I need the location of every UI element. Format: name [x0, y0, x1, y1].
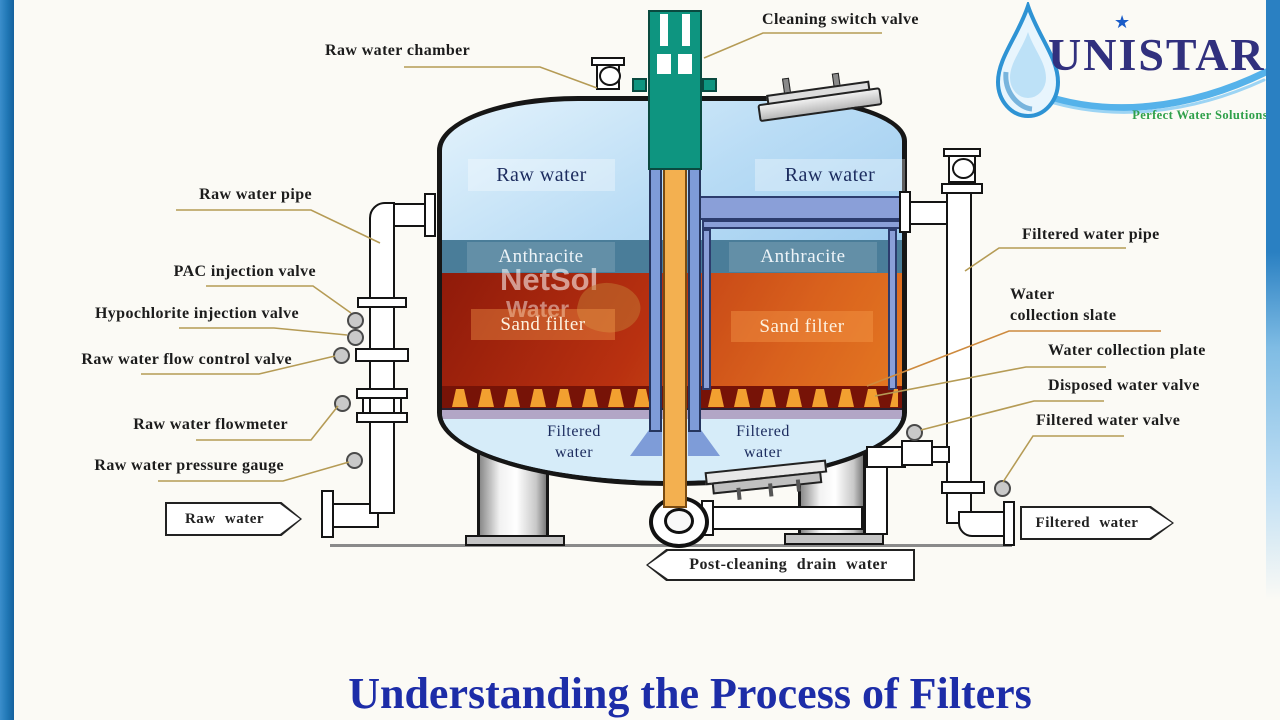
raw-water-inlet-tag: Raw water — [165, 502, 302, 536]
valve-tab-right — [702, 78, 717, 92]
label-raw-water-flow-control-valve: Raw water flow control valve — [81, 351, 292, 368]
flow-control-valve-flange — [355, 348, 409, 362]
top-valve-flange — [941, 183, 983, 194]
filtered-left-line2: water — [554, 444, 594, 461]
logo-wordmark: UNISTAR — [1048, 29, 1266, 80]
label-raw-water-flowmeter: Raw water flowmeter — [133, 416, 288, 433]
filtered-water-pipe-horizontal — [958, 511, 1006, 537]
logo-star-icon: ★ — [1114, 12, 1131, 32]
bottom-horizontal-pipe — [711, 506, 863, 530]
label-water-collection-slate-2: collection slate — [1010, 307, 1117, 324]
label-filtered-water-pipe: Filtered water pipe — [1022, 226, 1160, 243]
tag-fill — [1022, 508, 1172, 538]
pac-injection-valve-dot — [347, 312, 364, 329]
label-raw-water-chamber: Raw water chamber — [325, 42, 471, 59]
filtered-water-pipe-vertical — [946, 192, 972, 524]
tank-label-filtered-left: Filtered water — [533, 421, 615, 463]
raw-water-inlet-flange — [321, 490, 334, 538]
right-chamber-lid — [702, 220, 901, 229]
pressure-gauge-dot — [346, 452, 363, 469]
valve-tab-left — [632, 78, 647, 92]
drain-elbow — [866, 446, 906, 468]
nozzles-right — [704, 387, 898, 407]
label-hypochlorite-injection-valve: Hypochlorite injection valve — [94, 305, 299, 322]
label-filtered-water-valve: Filtered water valve — [1036, 412, 1181, 429]
filtered-outlet-flange — [1003, 501, 1015, 546]
flowmeter-flange-top — [356, 388, 408, 399]
label-cleaning-switch-valve: Cleaning switch valve — [762, 11, 919, 28]
tank-label-raw-water-left: Raw water — [468, 159, 615, 191]
manifold-stub — [908, 201, 950, 225]
chamber-valve-wheel — [599, 66, 621, 86]
filtered-left-line1: Filtered — [547, 423, 601, 440]
logo-wave-swoosh — [1038, 68, 1270, 114]
label-water-collection-plate: Water collection plate — [1048, 342, 1206, 359]
top-valve-wheel — [952, 158, 975, 179]
tank-label-filtered-right: Filtered water — [722, 421, 804, 463]
center-pipe-sheath-right — [688, 168, 701, 432]
tank-foot-left — [465, 535, 565, 546]
filtered-right-line2: water — [743, 444, 783, 461]
tank-foot-right — [784, 533, 884, 545]
logo-water-drop-icon — [995, 2, 1061, 118]
flowmeter-flange-bottom — [356, 412, 408, 423]
pump-eye — [664, 508, 694, 534]
right-frame-bar — [1266, 0, 1280, 600]
raw-water-pipe-wall-flange — [424, 193, 436, 237]
valve-window-right — [678, 54, 692, 74]
tank-label-anthracite-right: Anthracite — [729, 242, 877, 272]
filtered-water-valve-dot — [994, 480, 1011, 497]
tank-label-sand-filter-left: Sand filter — [471, 309, 615, 340]
nozzles-left — [448, 387, 654, 407]
right-chamber-wall-right — [888, 229, 897, 390]
filtered-valve-flange — [941, 481, 985, 494]
flowmeter-dot — [334, 395, 351, 412]
flow-control-valve-dot — [333, 347, 350, 364]
label-raw-water-pressure-gauge: Raw water pressure gauge — [94, 457, 284, 474]
right-chamber-wall-left — [702, 229, 711, 390]
disposed-water-block — [901, 440, 933, 466]
tag-fill — [167, 504, 300, 534]
tag-fill — [648, 551, 913, 579]
label-water-collection-slate-1: Water — [1010, 286, 1055, 303]
pipe-flange-upper — [357, 297, 407, 308]
page-title: Understanding the Process of Filters — [348, 669, 1032, 718]
label-pac-injection-valve: PAC injection valve — [173, 263, 316, 280]
watermark-water: Water — [506, 296, 570, 322]
center-riser-pipe — [663, 168, 687, 508]
internal-manifold-pipe — [695, 196, 902, 220]
valve-window-left — [657, 54, 671, 74]
logo-tagline: Perfect Water Solutions — [1132, 108, 1268, 122]
filtered-water-outlet-tag: Filtered water — [1020, 506, 1174, 540]
watermark-netsol: NetSol — [500, 262, 599, 297]
tag-text: Raw water — [184, 510, 265, 527]
center-pipe-sheath-left — [649, 168, 662, 432]
label-raw-water-pipe: Raw water pipe — [199, 186, 312, 203]
tank-label-sand-filter-right: Sand filter — [731, 311, 873, 342]
valve-slot-left — [660, 14, 668, 46]
disposed-water-valve-dot — [906, 424, 923, 441]
disposed-stub — [930, 446, 950, 463]
label-disposed-water-valve: Disposed water valve — [1048, 377, 1200, 394]
manifold-wall-flange — [899, 191, 911, 233]
left-frame-bar — [0, 0, 14, 720]
tank-label-anthracite-left: Anthracite — [467, 242, 615, 272]
pump-body — [649, 496, 709, 548]
filtered-right-line1: Filtered — [736, 423, 790, 440]
valve-stem — [648, 78, 702, 170]
valve-slot-right — [682, 14, 690, 46]
hypochlorite-injection-valve-dot — [347, 329, 364, 346]
tag-text: Filtered water — [1035, 514, 1139, 531]
post-cleaning-drain-tag: Post-cleaning drain water — [646, 549, 915, 581]
tag-text: Post-cleaning drain water — [689, 556, 888, 573]
tank-label-raw-water-right: Raw water — [755, 159, 905, 191]
